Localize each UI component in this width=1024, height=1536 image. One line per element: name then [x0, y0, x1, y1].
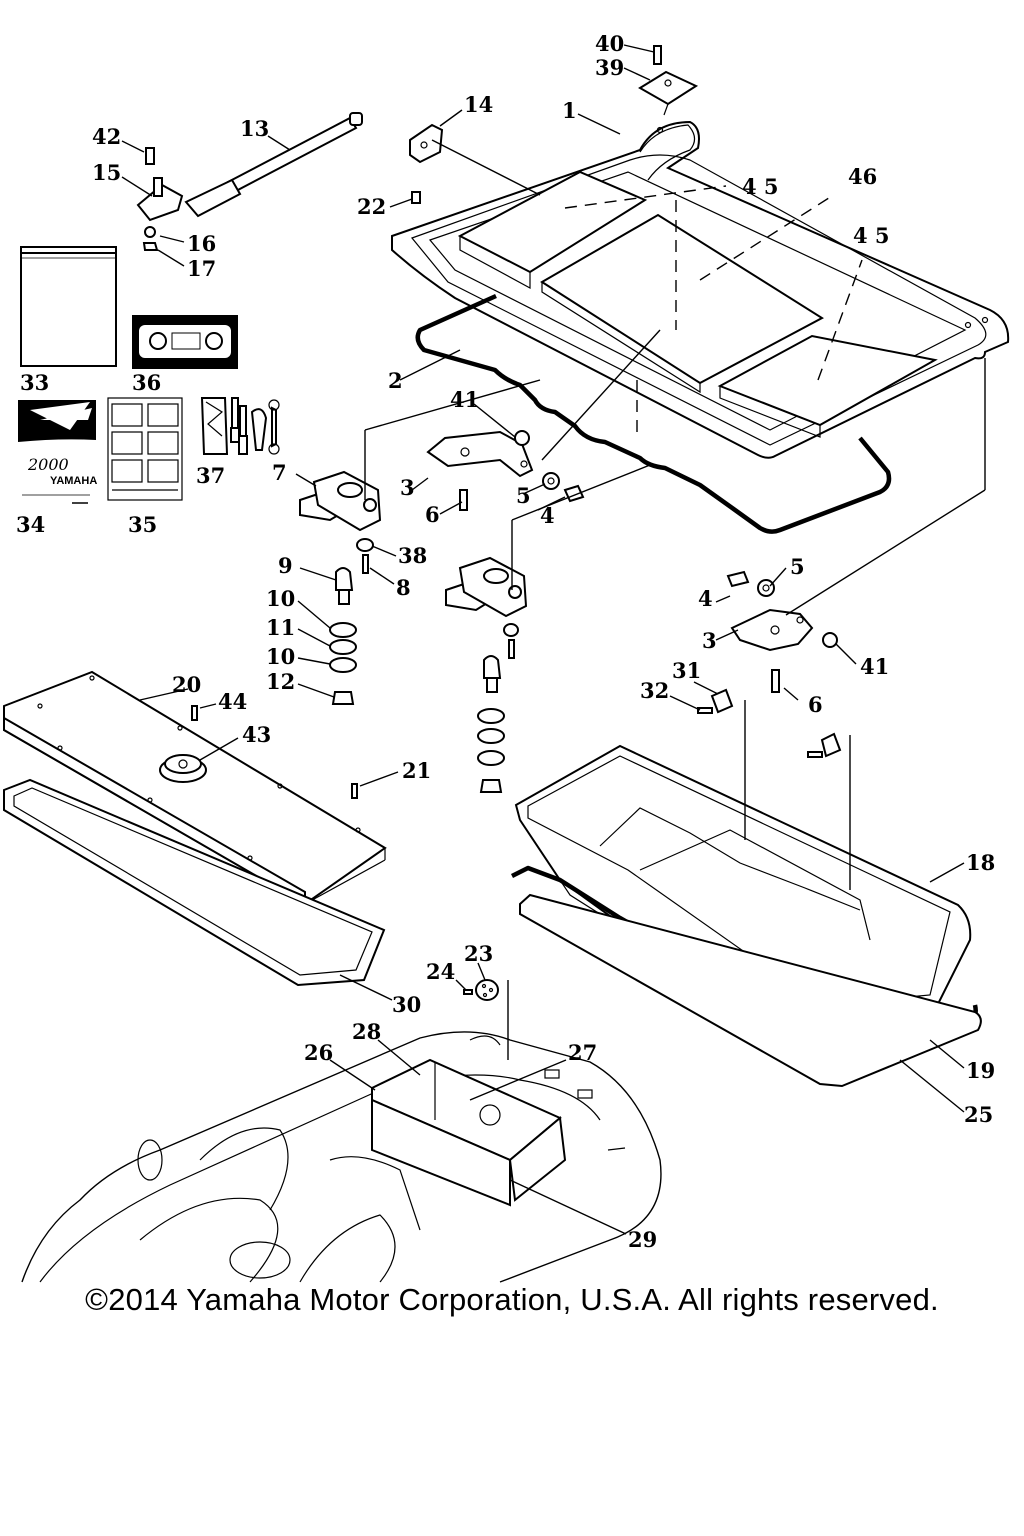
parts-diagram: 2000 YAMAHA — [3, 31, 1010, 1283]
label-31: 31 — [672, 658, 701, 683]
label-21: 21 — [402, 758, 431, 783]
label-24: 24 — [426, 959, 455, 984]
copyright-notice: ©2014 Yamaha Motor Corporation, U.S.A. A… — [85, 1282, 939, 1317]
label-20: 20 — [172, 672, 201, 697]
inspection-cover — [3, 670, 387, 906]
label-38: 38 — [398, 543, 427, 568]
label-25: 25 — [964, 1102, 993, 1127]
hatch-cover — [391, 120, 1010, 459]
label-11: 11 — [266, 615, 295, 640]
label-19: 19 — [966, 1058, 995, 1083]
quick-guide — [107, 397, 183, 501]
label-18: 18 — [966, 850, 995, 875]
label-5-lower: 5 — [790, 554, 805, 579]
label-29: 29 — [628, 1227, 657, 1252]
label-22: 22 — [357, 194, 386, 219]
label-1: 1 — [562, 98, 577, 123]
label-13: 13 — [240, 116, 269, 141]
hinge-right — [445, 556, 528, 618]
gas-strut — [184, 112, 363, 218]
label-43: 43 — [242, 722, 271, 747]
storage-bin-29 — [371, 1058, 567, 1207]
label-34: 34 — [16, 512, 45, 537]
label-9: 9 — [278, 553, 293, 578]
label-33: 33 — [20, 370, 49, 395]
strut-bracket-upper — [409, 123, 444, 204]
leader-lines — [121, 44, 986, 1235]
label-17: 17 — [187, 256, 216, 281]
label-37: 37 — [196, 463, 225, 488]
tub-bottom-plate — [519, 893, 982, 1088]
label-16: 16 — [187, 231, 216, 256]
manual-model: 2000 — [27, 455, 69, 474]
label-12: 12 — [266, 669, 295, 694]
speaker-43 — [159, 754, 207, 783]
label-41-upper: 41 — [450, 387, 479, 412]
label-39: 39 — [595, 55, 624, 80]
tool-kit — [200, 397, 280, 455]
label-44: 44 — [218, 689, 247, 714]
label-2: 2 — [388, 368, 403, 393]
manual-bag — [20, 246, 117, 367]
manual-brand: YAMAHA — [50, 475, 97, 487]
label-5-upper: 5 — [516, 483, 531, 508]
part-labels: 40 39 1 14 13 42 15 16 17 22 4 5 46 4 5 … — [16, 31, 995, 1252]
label-15: 15 — [92, 160, 121, 185]
bracket-39 — [638, 45, 699, 116]
drain-plate-23 — [475, 979, 499, 1001]
label-45-lower: 4 5 — [853, 223, 890, 248]
label-10-lower: 10 — [266, 644, 295, 669]
label-26: 26 — [304, 1040, 333, 1065]
label-14: 14 — [464, 92, 493, 117]
label-42: 42 — [92, 124, 121, 149]
label-3-upper: 3 — [400, 475, 415, 500]
label-6-upper: 6 — [425, 502, 440, 527]
label-36: 36 — [132, 370, 161, 395]
label-6-lower: 6 — [808, 692, 823, 717]
label-45-upper: 4 5 — [742, 174, 779, 199]
label-3-lower: 3 — [702, 628, 717, 653]
bracket-plate-lower — [730, 608, 814, 652]
label-8: 8 — [396, 575, 411, 600]
hatch-gasket — [415, 293, 892, 534]
label-10-upper: 10 — [266, 586, 295, 611]
label-35: 35 — [128, 512, 157, 537]
inspection-gasket — [3, 778, 386, 987]
hardware — [191, 430, 842, 995]
label-28: 28 — [352, 1019, 381, 1044]
label-30: 30 — [392, 992, 421, 1017]
label-23: 23 — [464, 941, 493, 966]
label-40: 40 — [595, 31, 624, 56]
owners-manual: 2000 YAMAHA — [18, 400, 97, 504]
label-7: 7 — [272, 460, 287, 485]
label-32: 32 — [640, 678, 669, 703]
label-4-upper: 4 — [540, 503, 555, 528]
video-cassette — [132, 315, 238, 369]
bracket-plate-upper — [426, 430, 534, 478]
strut-bracket-lower — [136, 147, 184, 251]
label-4-lower: 4 — [698, 586, 713, 611]
label-46: 46 — [848, 164, 877, 189]
boat-hull — [21, 1031, 662, 1283]
label-41-lower: 41 — [860, 654, 889, 679]
hinge-left — [299, 470, 382, 532]
label-27: 27 — [568, 1040, 597, 1065]
